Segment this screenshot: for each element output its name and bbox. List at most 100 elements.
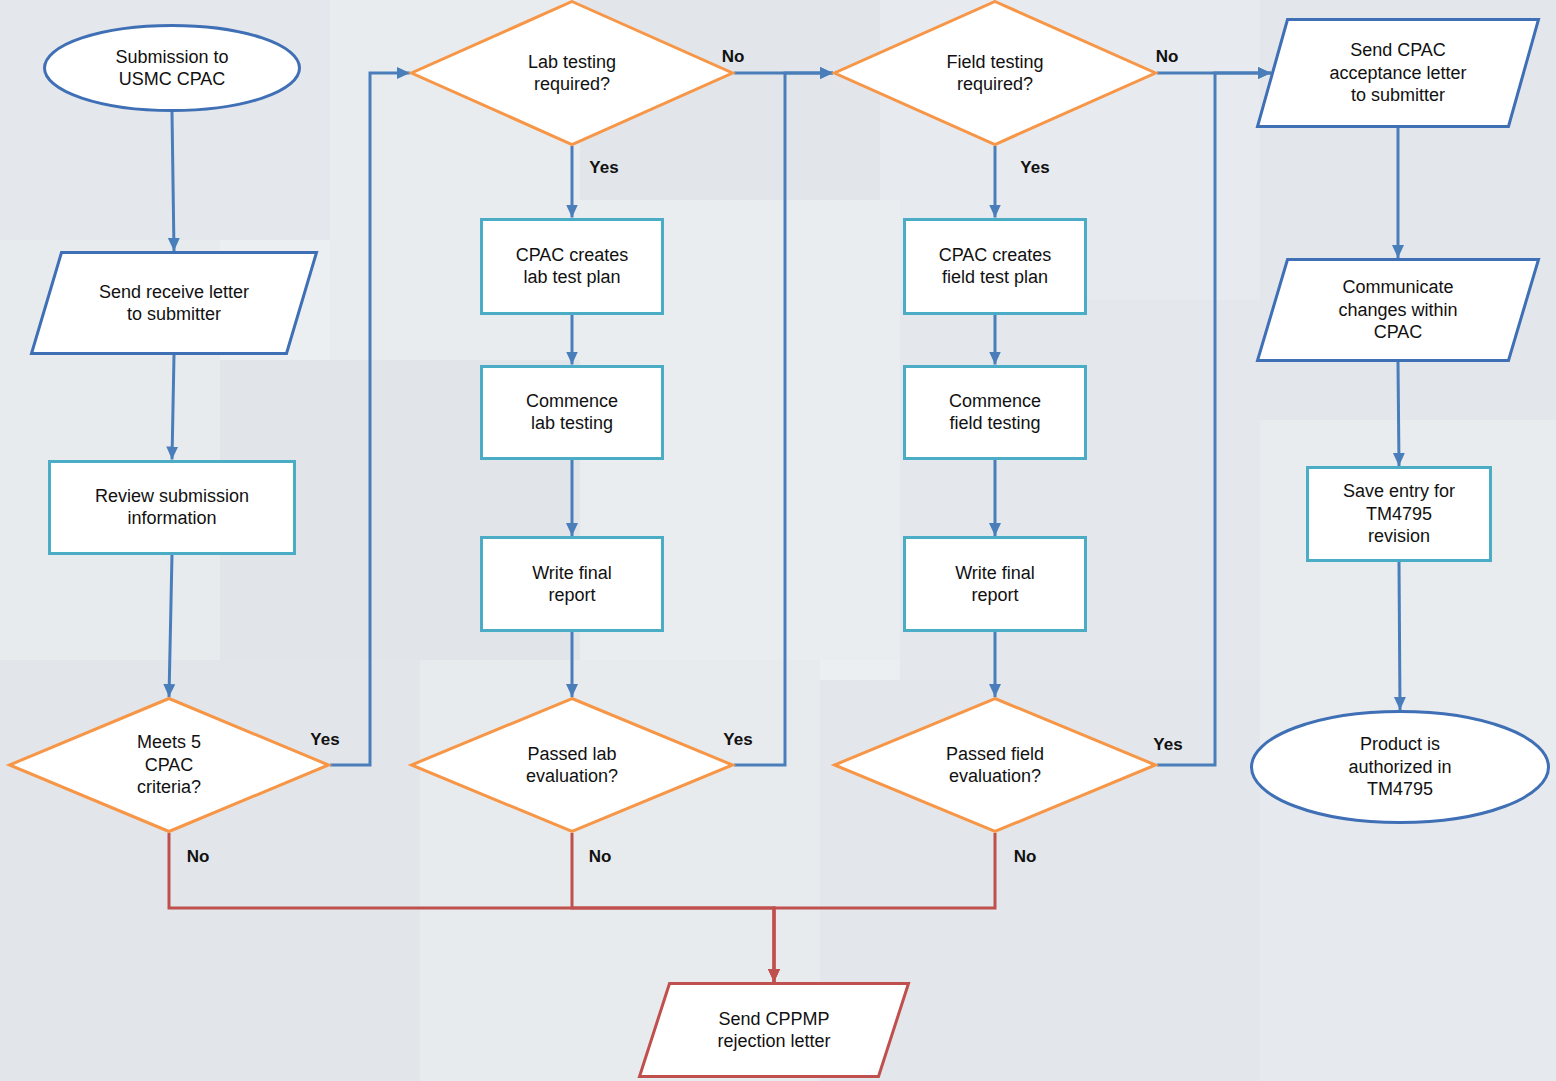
flow-connector [172, 355, 174, 460]
process-box: Review submission information [48, 460, 296, 555]
photo-tile [0, 660, 420, 1081]
node-label: Meets 5 CPAC criteria? [119, 731, 219, 799]
io-parallelogram: Send CPAC acceptance letter to submitter [1256, 18, 1540, 128]
node-outline [638, 982, 910, 1078]
flow-connector [994, 632, 997, 697]
node-label: Field testing required? [930, 51, 1060, 96]
node-outline [43, 24, 301, 112]
node-text-block: Commence field testing [936, 390, 1054, 435]
node-label: Communicate changes within CPAC [1328, 276, 1468, 344]
outline-shape [32, 253, 317, 354]
process-box: Commence field testing [903, 365, 1087, 460]
edge-label: No [187, 847, 210, 867]
flow-connector [571, 460, 574, 537]
node-text-block: Send CPAC acceptance letter to submitter [1323, 39, 1473, 107]
edge-label: Yes [1153, 735, 1182, 755]
node-text-block: Send receive letter to submitter [94, 281, 254, 326]
photo-tile [900, 300, 1260, 680]
outline-shape [412, 2, 733, 145]
edge-label: No [1014, 847, 1037, 867]
node-outline [48, 460, 296, 555]
node-text-block: Write final report [936, 562, 1054, 607]
io-parallelogram: Communicate changes within CPAC [1256, 258, 1540, 362]
node-text-block: Meets 5 CPAC criteria? [119, 731, 219, 799]
node-outline [480, 365, 664, 460]
node-label: CPAC creates field test plan [936, 244, 1054, 289]
rejection-parallelogram: Send CPPMP rejection letter [638, 982, 910, 1078]
flow-connector [169, 555, 172, 698]
rejection-connector [774, 833, 995, 982]
node-text-block: CPAC creates field test plan [936, 244, 1054, 289]
flow-connector [571, 632, 574, 697]
process-box: Commence lab testing [480, 365, 664, 460]
flow-connector [994, 146, 997, 218]
edge-label: No [589, 847, 612, 867]
outline-shape [45, 26, 300, 111]
process-box: Write final report [480, 536, 664, 632]
photo-tile [1260, 780, 1556, 1081]
process-box: CPAC creates field test plan [903, 218, 1087, 315]
node-outline [833, 697, 1157, 833]
decision-diamond: Passed field evaluation? [833, 697, 1157, 833]
outline-shape [10, 699, 329, 832]
node-label: Submission to USMC CPAC [97, 46, 247, 91]
outline-shape [50, 461, 295, 553]
decision-diamond: Meets 5 CPAC criteria? [8, 697, 330, 833]
node-label: CPAC creates lab test plan [513, 244, 631, 289]
node-text-block: Passed lab evaluation? [507, 743, 637, 788]
io-parallelogram: Send receive letter to submitter [30, 251, 318, 355]
edge-label: Yes [723, 730, 752, 750]
outline-shape [1308, 468, 1491, 561]
outline-shape [1258, 260, 1539, 361]
outline-shape [482, 219, 663, 313]
node-label: Send receive letter to submitter [94, 281, 254, 326]
node-text-block: Write final report [513, 562, 631, 607]
flow-connector [1398, 362, 1399, 466]
outline-shape [905, 538, 1086, 631]
flow-connector [172, 112, 174, 251]
outline-shape [412, 699, 733, 832]
flow-connector [1157, 73, 1271, 765]
node-label: Commence field testing [936, 390, 1054, 435]
node-text-block: Submission to USMC CPAC [97, 46, 247, 91]
flow-connector [571, 315, 574, 365]
node-text-block: Save entry for TM4795 revision [1339, 480, 1459, 548]
node-label: Passed field evaluation? [930, 743, 1060, 788]
node-text-block: Field testing required? [930, 51, 1060, 96]
outline-shape [1252, 712, 1549, 823]
process-box: CPAC creates lab test plan [480, 218, 664, 315]
outline-shape [835, 699, 1156, 832]
node-outline [903, 536, 1087, 632]
node-text-block: Product is authorized in TM4795 [1335, 733, 1465, 801]
outline-shape [905, 219, 1086, 313]
node-outline [480, 536, 664, 632]
flow-connector [1399, 562, 1400, 710]
terminal-ellipse: Product is authorized in TM4795 [1250, 710, 1550, 824]
node-label: Write final report [936, 562, 1054, 607]
flow-connector [330, 73, 410, 765]
node-label: Write final report [513, 562, 631, 607]
node-outline [903, 365, 1087, 460]
flow-connector [1397, 128, 1400, 258]
node-outline [833, 0, 1157, 146]
node-label: Save entry for TM4795 revision [1339, 480, 1459, 548]
rejection-connector [169, 833, 774, 982]
node-outline [903, 218, 1087, 315]
node-text-block: Lab testing required? [507, 51, 637, 96]
decision-diamond: Lab testing required? [410, 0, 734, 146]
node-label: Passed lab evaluation? [507, 743, 637, 788]
terminal-ellipse: Submission to USMC CPAC [43, 24, 301, 112]
node-text-block: Send CPPMP rejection letter [699, 1008, 849, 1053]
node-text-block: Review submission information [87, 485, 257, 530]
node-text-block: Passed field evaluation? [930, 743, 1060, 788]
node-label: Product is authorized in TM4795 [1335, 733, 1465, 801]
outline-shape [482, 538, 663, 631]
node-outline [410, 0, 734, 146]
node-label: Lab testing required? [507, 51, 637, 96]
process-box: Save entry for TM4795 revision [1306, 466, 1492, 562]
flow-connector [994, 460, 997, 537]
edge-label: Yes [1020, 158, 1049, 178]
outline-shape [1258, 20, 1539, 127]
